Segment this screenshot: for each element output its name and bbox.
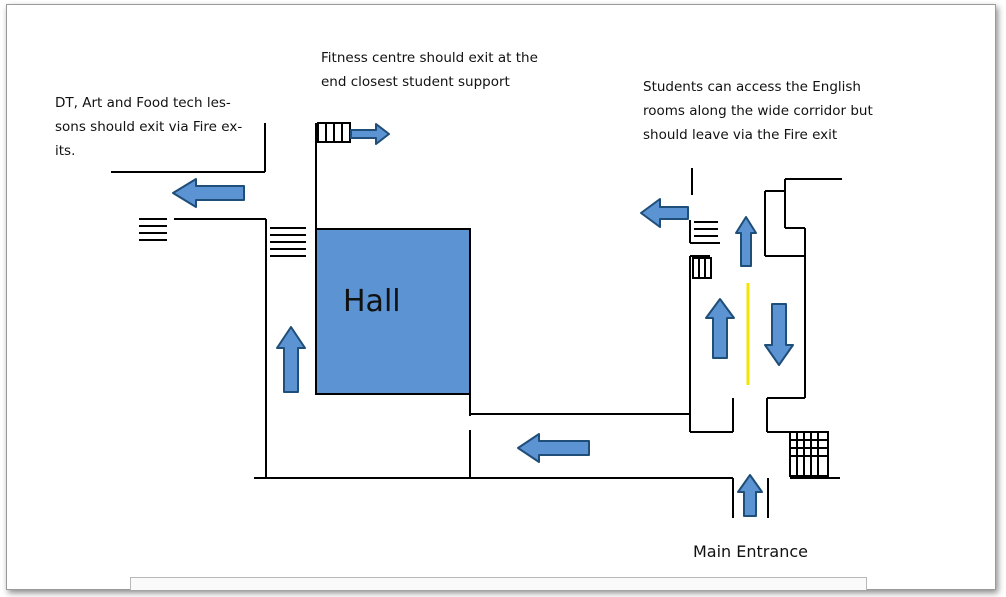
note-line: should leave via the Fire exit	[643, 127, 838, 143]
note-dt-art-food: DT, Art and Food tech les- sons should e…	[55, 91, 242, 163]
note-fitness-centre: Fitness centre should exit at the end cl…	[321, 46, 538, 94]
arrow-up-icon	[705, 298, 735, 359]
arrow-up-icon	[276, 326, 306, 393]
arrow-down-icon	[764, 303, 794, 366]
note-line: Students can access the English	[643, 79, 861, 95]
arrow-left-icon	[172, 178, 245, 208]
note-line: sons should exit via Fire ex-	[55, 119, 243, 135]
stairs	[139, 122, 829, 477]
note-english-rooms: Students can access the English rooms al…	[643, 75, 873, 147]
arrow-right-icon	[350, 123, 390, 145]
note-line: rooms along the wide corridor but	[643, 103, 873, 119]
note-line: DT, Art and Food tech les-	[55, 95, 231, 111]
arrow-left-icon	[517, 433, 590, 463]
main-entrance-label: Main Entrance	[693, 542, 808, 561]
note-line: Fitness centre should exit at the	[321, 50, 538, 66]
note-line: end closest student support	[321, 74, 510, 90]
arrow-left-icon	[640, 198, 689, 228]
arrows	[172, 123, 794, 517]
arrow-up-icon	[735, 216, 757, 267]
horizontal-scrollbar[interactable]	[130, 577, 867, 590]
arrow-up-icon	[737, 474, 763, 517]
hall-room	[315, 228, 471, 395]
hall-label: Hall	[343, 284, 401, 319]
document-frame	[6, 4, 996, 590]
walls	[111, 123, 842, 518]
note-line: its.	[55, 143, 76, 159]
